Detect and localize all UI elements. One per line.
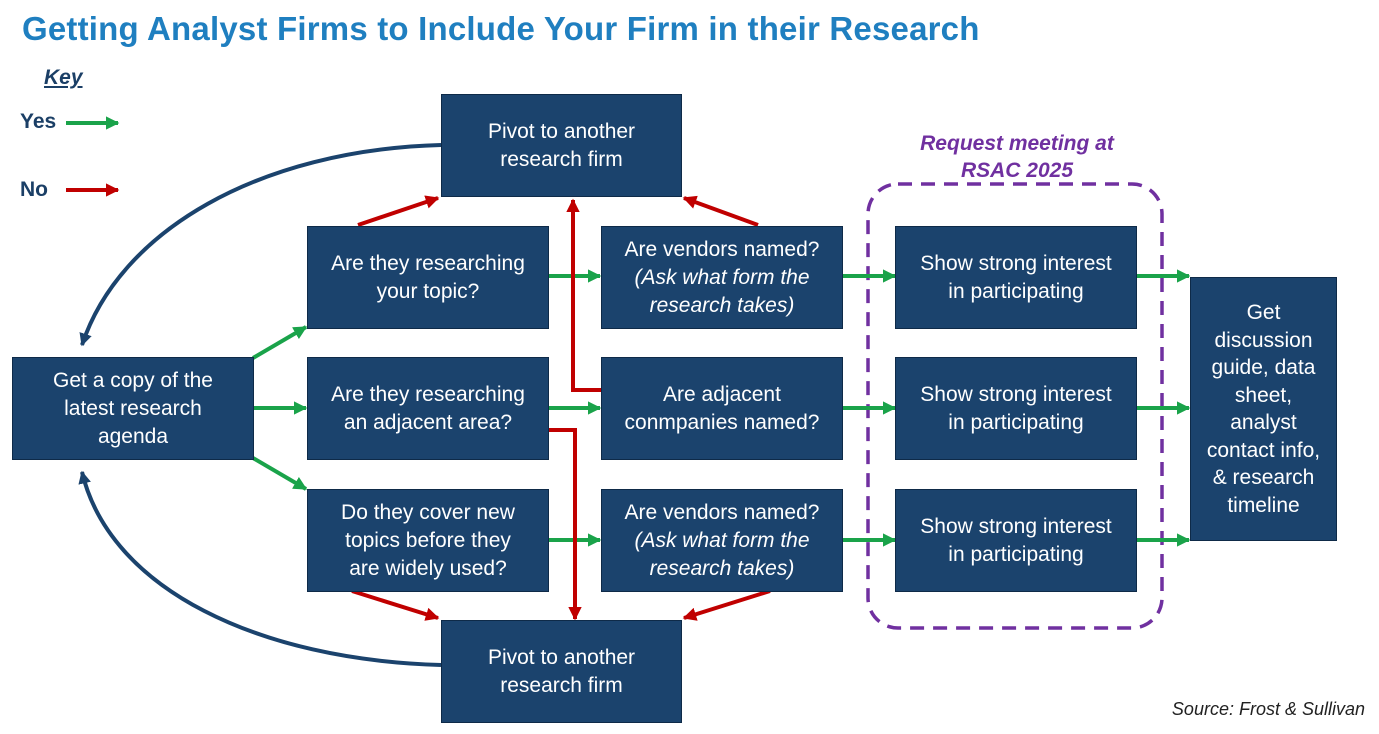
interest-line: in participating [948,410,1084,434]
vendors-named-hint: (Ask what form the [634,528,810,552]
adjacent-named-line: conmpanies named? [624,410,820,434]
interest-line: Show strong interest [920,251,1112,275]
interest-node-3: Show strong interest in participating [895,489,1137,592]
source-note: Source: Frost & Sullivan [1171,699,1365,719]
pivot-top-line: research firm [500,147,623,171]
final-line: Get [1246,301,1281,324]
no-arrow-vendors-pivot-bottom [682,589,771,621]
no-arrow-adjacent-pivot-bottom [548,428,582,621]
page-title: Getting Analyst Firms to Include Your Fi… [22,10,980,47]
yes-arrow-start-new [251,456,308,491]
start-node-line: Get a copy of the [53,368,213,392]
final-line: analyst [1230,411,1297,434]
question-new-line: Do they cover new [341,500,515,524]
question-topic-node: Are they researching your topic? [307,226,549,329]
question-adjacent-line: Are they researching [331,382,525,406]
pivot-bottom-node: Pivot to another research firm [441,620,682,723]
question-new-topics-node: Do they cover new topics before they are… [307,489,549,592]
final-node: Get discussion guide, data sheet, analys… [1190,277,1337,541]
rsac-label: Request meeting at RSAC 2025 [882,130,1152,184]
question-new-line: are widely used? [349,556,507,580]
interest-node-1: Show strong interest in participating [895,226,1137,329]
vendors-named-hint: (Ask what form the [634,265,810,289]
loop-arrow-top [79,143,442,347]
vendors-named-hint: research takes) [649,556,795,580]
vendors-named-question: Are vendors named? [624,500,820,524]
no-arrow-topic-pivot-top [357,195,440,227]
yes-arrow-start-topic [251,325,308,360]
interest-node-2: Show strong interest in participating [895,357,1137,460]
question-vendors-named-2-node: Are vendors named? (Ask what form the re… [601,489,843,592]
start-node-line: latest research [64,396,202,420]
final-line: discussion [1214,328,1313,352]
rsac-label-line: RSAC 2025 [960,159,1074,182]
pivot-bottom-line: research firm [500,673,623,697]
key-yes-label: Yes [20,110,57,133]
no-arrow-new-pivot-bottom [351,589,440,621]
interest-line: Show strong interest [920,382,1112,406]
vendors-named-question: Are vendors named? [624,237,820,261]
question-adjacent-line: an adjacent area? [343,410,513,434]
interest-line: in participating [948,542,1084,566]
question-new-line: topics before they [345,528,511,552]
question-adjacent-named-node: Are adjacent conmpanies named? [601,357,843,460]
question-topic-line: your topic? [376,279,480,303]
interest-line: Show strong interest [920,514,1112,538]
interest-line: in participating [948,279,1084,303]
no-arrow-named-pivot-top [566,198,601,392]
key-title: Key [44,66,83,89]
final-line: & research [1212,466,1315,489]
adjacent-named-line: Are adjacent [663,382,781,406]
key-no-label: No [20,178,48,201]
final-line: guide, data [1211,356,1316,379]
final-line: timeline [1227,493,1300,517]
pivot-bottom-line: Pivot to another [487,645,636,669]
start-node: Get a copy of the latest research agenda [12,357,254,460]
question-vendors-named-1-node: Are vendors named? (Ask what form the re… [601,226,843,329]
question-adjacent-node: Are they researching an adjacent area? [307,357,549,460]
pivot-top-line: Pivot to another [487,119,636,143]
pivot-top-node: Pivot to another research firm [441,94,682,197]
start-node-line: agenda [97,424,169,448]
loop-arrow-bottom [78,470,442,667]
final-line: sheet, [1234,383,1293,407]
vendors-named-hint: research takes) [649,293,795,317]
no-arrow-vendors-pivot-top [682,195,759,227]
final-line: contact info, [1206,438,1321,462]
rsac-label-line: Request meeting at [920,132,1114,155]
question-topic-line: Are they researching [331,251,525,275]
